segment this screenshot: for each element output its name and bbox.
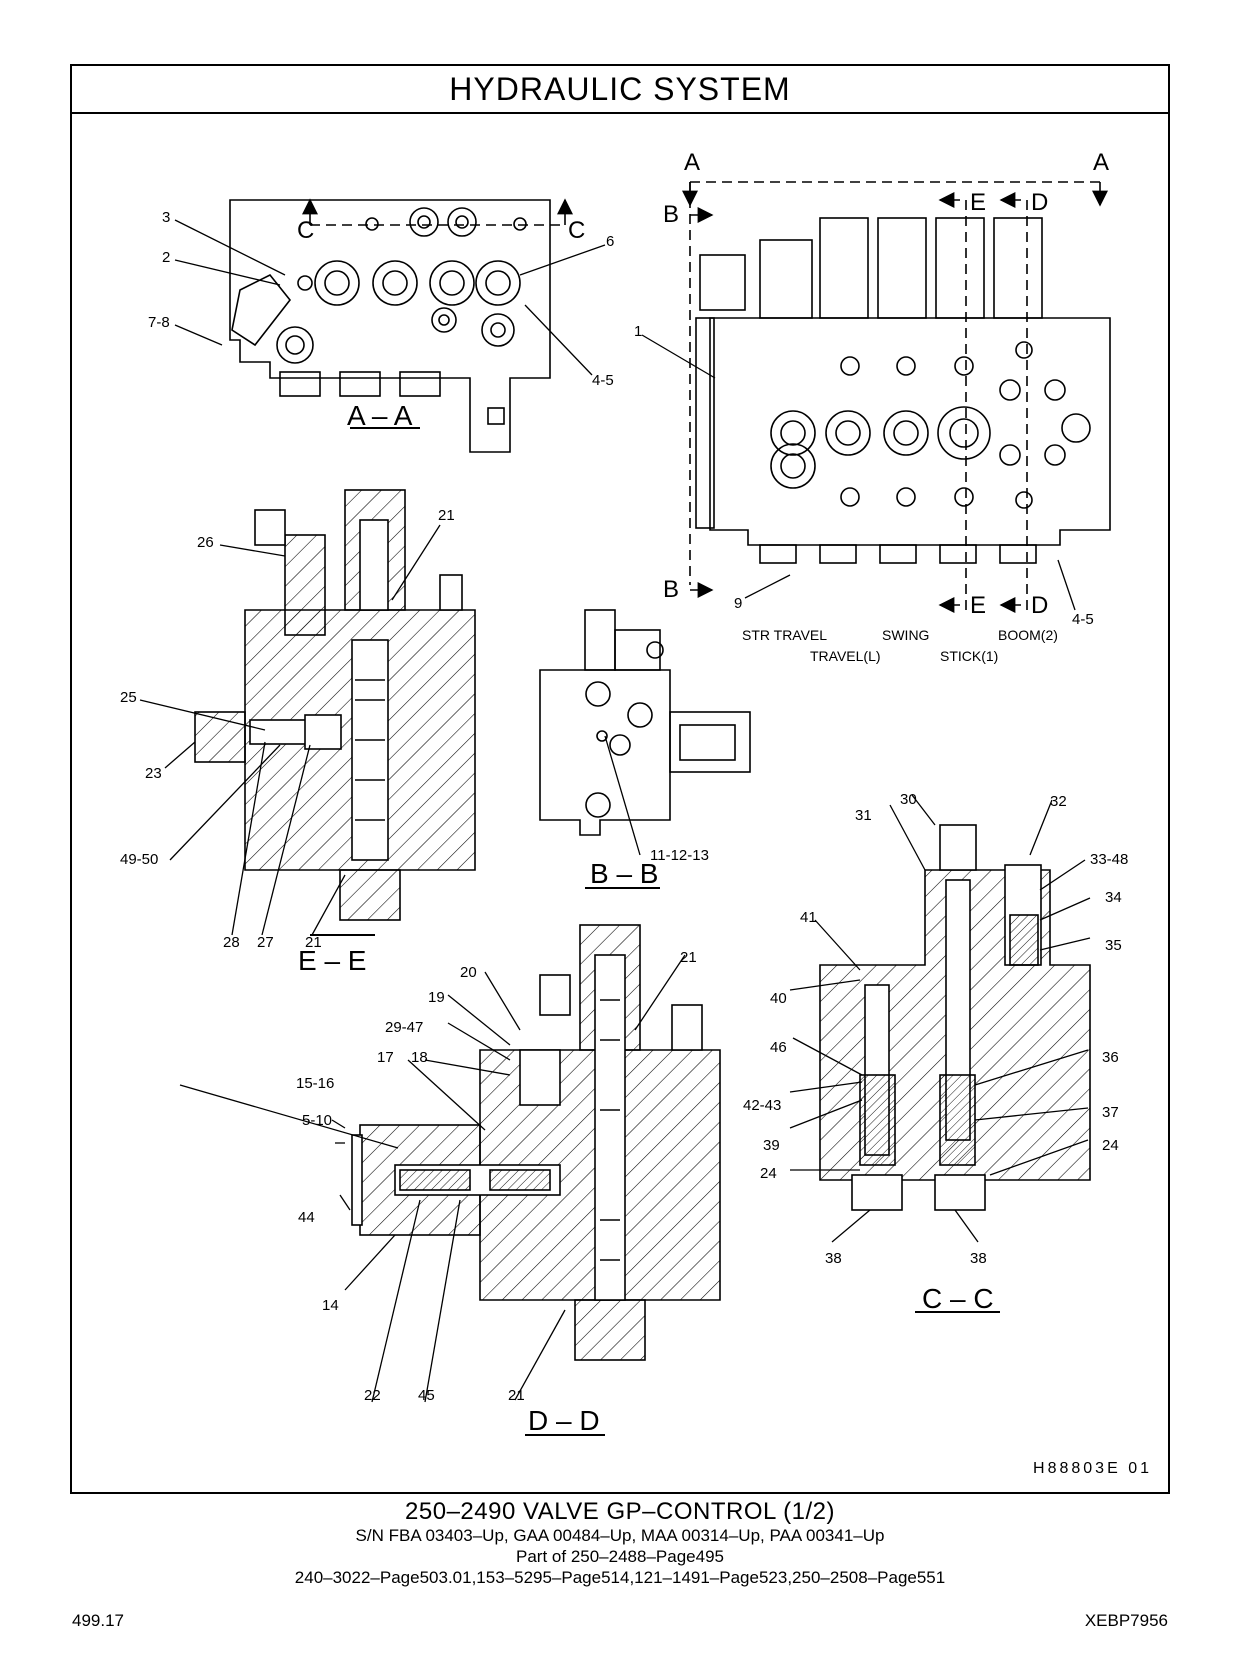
section-d-bottom: D [1031, 592, 1048, 619]
callout-9: 9 [734, 595, 742, 612]
callout-25: 25 [120, 689, 137, 706]
callout-27: 27 [257, 934, 274, 951]
valve-label-travel-l: TRAVEL(L) [810, 648, 881, 664]
callout-38-right: 38 [970, 1250, 987, 1267]
callout-21-dd-bottom: 21 [508, 1387, 525, 1404]
callout-29-47: 29-47 [385, 1019, 423, 1036]
drawing-id: H88803E 01 [1033, 1460, 1152, 1477]
view-label-aa: A – A [347, 400, 413, 431]
section-d-top: D [1031, 189, 1048, 216]
callout-3: 3 [162, 209, 170, 226]
valve-label-boom2: BOOM(2) [998, 627, 1058, 643]
view-cc [819, 824, 1091, 1313]
callout-36: 36 [1102, 1049, 1119, 1066]
view-label-cc: C – C [922, 1283, 994, 1314]
callout-33-48: 33-48 [1090, 851, 1128, 868]
valve-label-swing: SWING [882, 627, 929, 643]
callout-21-ee: 21 [438, 507, 455, 524]
callout-34: 34 [1105, 889, 1122, 906]
callout-14: 14 [322, 1297, 339, 1314]
section-a-right: A [1093, 149, 1109, 176]
callout-28: 28 [223, 934, 240, 951]
view-bb [539, 609, 751, 889]
view-label-ee: E – E [298, 945, 366, 976]
callout-15-16: 15-16 [296, 1075, 334, 1092]
callout-18: 18 [411, 1049, 428, 1066]
drawing-frame: HYDRAULIC SYSTEM H88803E 01 [70, 64, 1170, 1494]
view-dd [351, 924, 721, 1436]
section-b-top: B [663, 201, 679, 228]
callout-31: 31 [855, 807, 872, 824]
callout-41: 41 [800, 909, 817, 926]
callout-42-43: 42-43 [743, 1097, 781, 1114]
callout-21-ee-bottom: 21 [305, 934, 322, 951]
document-code: XEBP7956 [1084, 1611, 1168, 1630]
callout-7-8: 7-8 [148, 314, 170, 331]
callout-26: 26 [197, 534, 214, 551]
callout-38-left: 38 [825, 1250, 842, 1267]
callout-45: 45 [418, 1387, 435, 1404]
section-e-top: E [970, 189, 986, 216]
callout-4-5-main: 4-5 [1072, 611, 1094, 628]
leader-lines [139, 219, 1091, 1403]
callout-44: 44 [298, 1209, 315, 1226]
part-title: 250–2490 VALVE GP–CONTROL (1/2) [405, 1498, 835, 1525]
parent-reference: Part of 250–2488–Page495 [516, 1547, 724, 1566]
callout-22: 22 [364, 1387, 381, 1404]
view-label-dd: D – D [528, 1405, 600, 1436]
callout-30: 30 [900, 791, 917, 808]
section-c-right: C [568, 217, 585, 244]
callout-32: 32 [1050, 793, 1067, 810]
serial-numbers: S/N FBA 03403–Up, GAA 00484–Up, MAA 0031… [355, 1526, 885, 1545]
section-a-left: A [684, 149, 700, 176]
callout-21-dd-top: 21 [680, 949, 697, 966]
callout-39: 39 [763, 1137, 780, 1154]
view-aa [229, 198, 573, 453]
section-c-left: C [297, 217, 314, 244]
callout-40: 40 [770, 990, 787, 1007]
related-pages: 240–3022–Page503.01,153–5295–Page514,121… [294, 1568, 946, 1587]
callout-17: 17 [377, 1049, 394, 1066]
main-valve-front [682, 181, 1111, 613]
callout-5-10: 5-10 [302, 1112, 332, 1129]
callout-19: 19 [428, 989, 445, 1006]
page-number: 499.17 [72, 1611, 124, 1630]
callout-24-right: 24 [1102, 1137, 1119, 1154]
callout-20: 20 [460, 964, 477, 981]
view-ee [194, 489, 476, 936]
section-b-bottom: B [663, 576, 679, 603]
callout-24-left: 24 [760, 1165, 777, 1182]
callout-37: 37 [1102, 1104, 1119, 1121]
callout-49-50: 49-50 [120, 851, 158, 868]
callout-23: 23 [145, 765, 162, 782]
page-title: HYDRAULIC SYSTEM [72, 66, 1168, 114]
callout-4-5-aa: 4-5 [592, 372, 614, 389]
view-label-bb: B – B [590, 858, 658, 889]
callout-35: 35 [1105, 937, 1122, 954]
valve-label-stick1: STICK(1) [940, 648, 998, 664]
callout-11-12-13: 11-12-13 [650, 847, 709, 864]
callout-46: 46 [770, 1039, 787, 1056]
callout-1: 1 [634, 323, 642, 340]
callout-6: 6 [606, 233, 614, 250]
section-e-bottom: E [970, 592, 986, 619]
callout-2: 2 [162, 249, 170, 266]
valve-label-str-travel: STR TRAVEL [742, 627, 827, 643]
